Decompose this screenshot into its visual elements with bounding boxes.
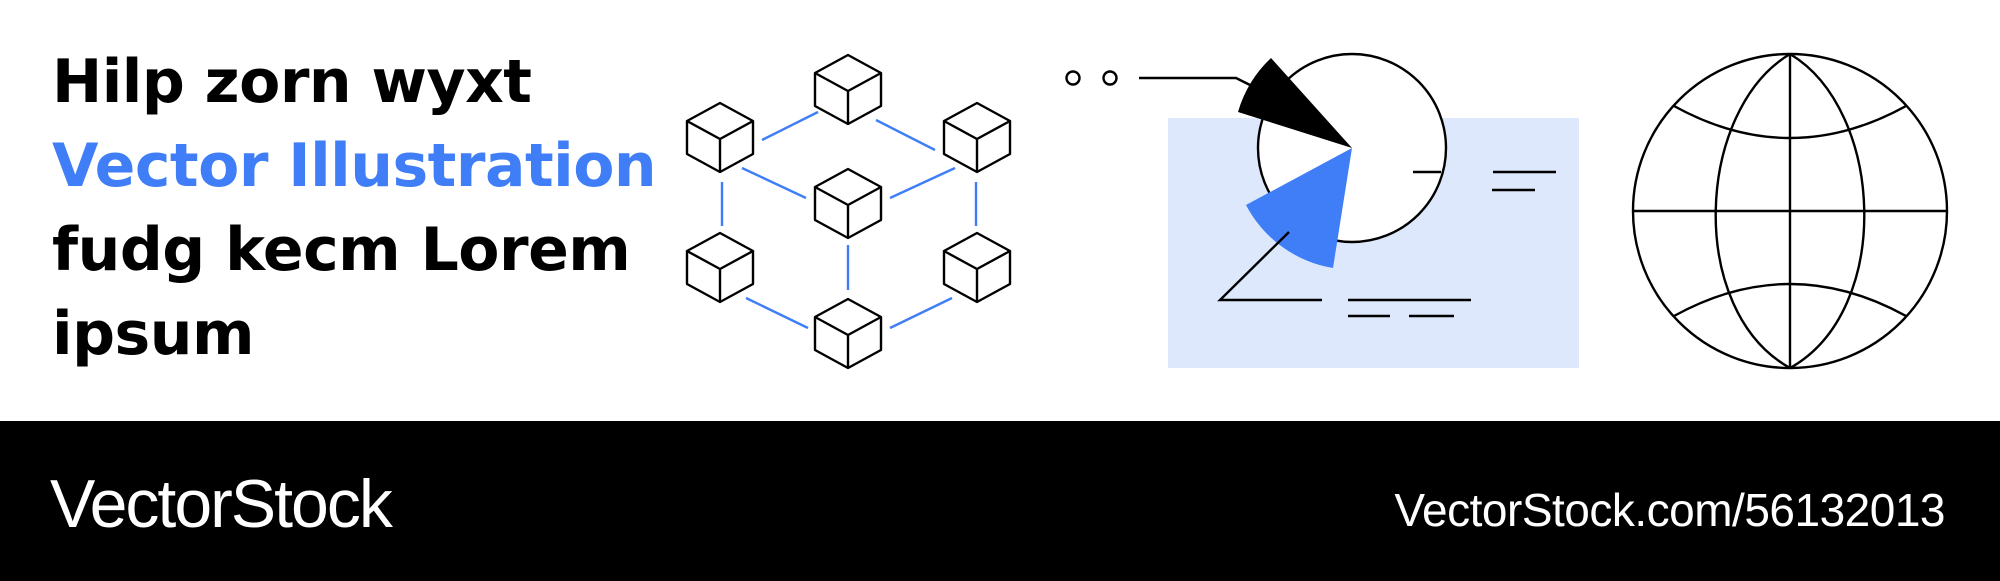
pie-slice-black bbox=[1238, 58, 1352, 148]
network-links bbox=[720, 110, 978, 330]
pie-chart-icon bbox=[1065, 52, 1579, 368]
cube-icon bbox=[813, 167, 883, 240]
headline: Hilp zorn wyxt Vector Illustration fudg … bbox=[52, 40, 657, 376]
footer-bar: VectorStock VectorStock.com/56132013 bbox=[0, 421, 2000, 581]
headline-line-2: Vector Illustration bbox=[52, 131, 657, 201]
cube-icon bbox=[813, 53, 883, 126]
cube-icon bbox=[685, 231, 755, 304]
image-url: VectorStock.com/56132013 bbox=[1394, 484, 1945, 536]
dot-icon bbox=[1102, 70, 1118, 86]
dot-icon bbox=[1065, 70, 1081, 86]
headline-line-4: ipsum bbox=[52, 299, 254, 369]
cube-icon bbox=[813, 297, 883, 370]
illustration-area bbox=[685, 52, 1949, 370]
chart-callouts bbox=[1139, 76, 1556, 318]
headline-line-1: Hilp zorn wyxt bbox=[52, 47, 532, 117]
cube-icon bbox=[685, 101, 755, 174]
pie-slice-blue bbox=[1246, 148, 1352, 268]
headline-line-3: fudg kecm Lorem bbox=[52, 215, 631, 285]
globe-latitude-top bbox=[1673, 104, 1907, 140]
globe-longitude-left bbox=[1714, 52, 1791, 370]
blockchain-network-icon bbox=[685, 53, 1012, 370]
cube-icon bbox=[942, 231, 1012, 304]
globe-icon bbox=[1631, 52, 1949, 370]
brand-logo: VectorStock bbox=[50, 466, 393, 542]
globe-latitude-bottom bbox=[1673, 282, 1907, 318]
cube-icon bbox=[942, 101, 1012, 174]
globe-longitude-right bbox=[1789, 52, 1866, 370]
